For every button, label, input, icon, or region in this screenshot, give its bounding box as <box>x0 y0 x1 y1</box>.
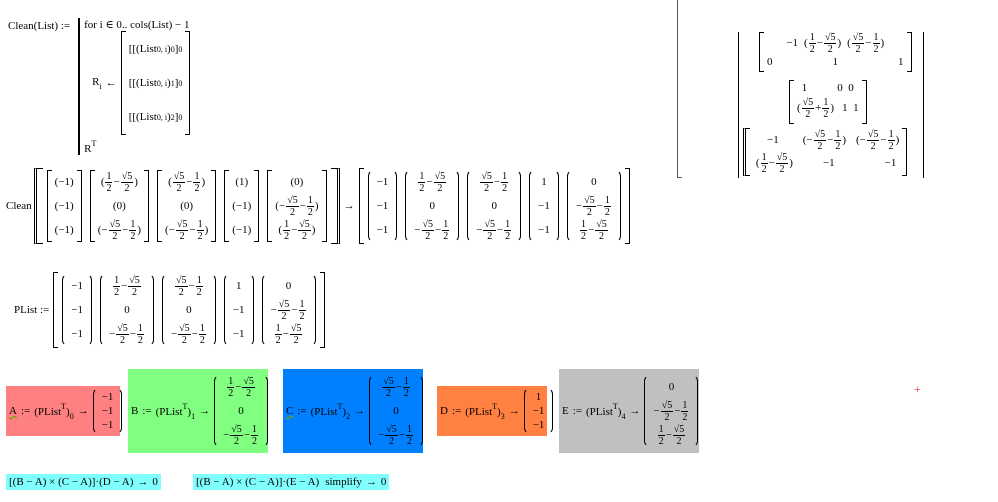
input-col-a: (−1)(−1)(−1) <box>46 170 82 242</box>
var-e: E <box>562 405 569 417</box>
clean-definition[interactable]: Clean(List) := for i ∈ 0.. cols(List) − … <box>8 18 191 155</box>
clean-call-label: Clean <box>6 200 32 212</box>
check-e-result: 0 <box>380 476 387 488</box>
var-d: D <box>440 405 448 417</box>
for-loop-line: for i ∈ 0.. cols(List) − 1 <box>84 19 190 31</box>
plist-transpose-col: (PListT)0 <box>34 401 74 421</box>
region-border-corner <box>677 177 682 178</box>
var-b: B <box>131 405 139 417</box>
result-a: −1−1−1 <box>92 388 123 434</box>
check-d-result: 0 <box>152 476 158 488</box>
check-e[interactable]: [(B − A) × (C − A)]·(E − A) simplify → 0 <box>193 474 390 490</box>
eval-arrow: → <box>343 200 355 212</box>
assign-arrow: ← <box>105 77 117 89</box>
region-border-left <box>677 0 678 178</box>
plist-lhs: PList := <box>14 304 50 316</box>
assignment-d[interactable]: D:= (PListT)3 → 1−1−1 <box>437 386 554 436</box>
return-transpose: RT <box>84 139 97 155</box>
insertion-cursor[interactable]: + <box>914 382 921 396</box>
result-d: 1−1−1 <box>523 388 554 434</box>
var-c: C <box>286 405 294 417</box>
assignment-a[interactable]: A:= (PListT)0 → −1−1−1 <box>6 386 123 436</box>
assign-lhs: Ri <box>92 75 102 91</box>
input-col-d: (1)(−1)(−1) <box>224 170 260 242</box>
program-bar <box>78 18 81 155</box>
check-d[interactable]: [(B − A) × (C − A)]·(D − A) → 0 <box>6 474 161 490</box>
var-a: A <box>9 405 17 417</box>
clean-def-lhs: Clean(List) := <box>8 20 71 32</box>
simplify-keyword: simplify <box>325 476 362 488</box>
